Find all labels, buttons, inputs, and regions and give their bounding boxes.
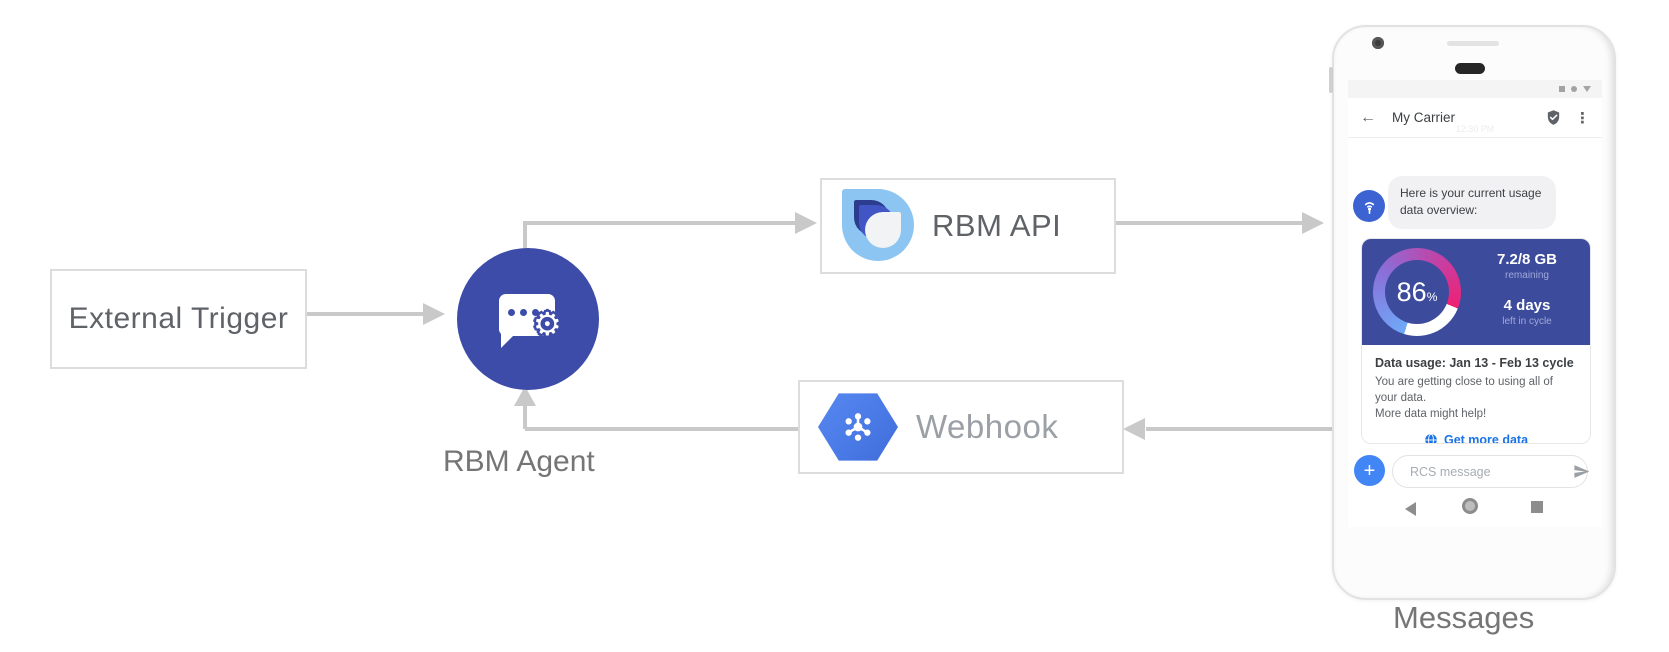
arrowhead-agent-to-api	[795, 212, 817, 234]
phone-mockup: ← My Carrier ⋮ 12:30 PM	[1329, 25, 1616, 600]
connector-api-to-phone	[1112, 221, 1304, 225]
webhook-hexagon-icon	[818, 393, 898, 461]
rbm-agent-node: ⚙	[457, 248, 599, 390]
phone-earpiece	[1455, 63, 1485, 74]
conversation-header: ← My Carrier ⋮	[1348, 98, 1602, 138]
gear-icon: ⚙	[533, 306, 562, 342]
attach-plus-button[interactable]: +	[1354, 455, 1385, 486]
rbm-agent-label: RBM Agent	[443, 445, 595, 478]
android-navbar	[1348, 499, 1602, 519]
usage-description: You are getting close to using all of yo…	[1375, 374, 1577, 422]
nav-back-icon[interactable]	[1405, 502, 1416, 516]
connector-agent-to-api-vertical	[523, 224, 527, 252]
rbm-api-label: RBM API	[932, 208, 1062, 243]
arrowhead-api-to-phone	[1302, 212, 1324, 234]
phone-speaker-slot	[1447, 41, 1499, 46]
connector-agent-to-api	[523, 221, 797, 225]
arrowhead-webhook-to-agent	[514, 386, 536, 406]
messages-caption: Messages	[1393, 600, 1535, 635]
phone-side-button	[1329, 67, 1333, 93]
hub-icon	[845, 413, 871, 441]
status-dot-icon	[1571, 86, 1577, 92]
get-more-data-button[interactable]: Get more data	[1375, 433, 1577, 444]
phone-camera	[1372, 37, 1384, 49]
nav-recents-icon[interactable]	[1531, 501, 1543, 513]
broadcast-antenna-icon	[1364, 201, 1374, 214]
connector-trigger-to-agent	[303, 312, 425, 316]
usage-percent-sign: %	[1426, 290, 1438, 304]
rcs-message-input[interactable]	[1408, 463, 1573, 480]
usage-percent: 86 %	[1373, 248, 1461, 336]
webhook-node: Webhook	[798, 380, 1124, 474]
nav-home-icon[interactable]	[1465, 501, 1475, 511]
chat-bubble-icon	[499, 294, 555, 336]
arrowhead-phone-to-webhook	[1123, 418, 1145, 440]
connector-webhook-to-agent-vertical	[523, 404, 527, 429]
usage-line1: You are getting close to using all of yo…	[1375, 376, 1553, 405]
usage-gauge: 86 %	[1373, 248, 1461, 336]
chat-bubble-tail	[501, 334, 515, 348]
remaining-value: 7.2/8 GB	[1496, 251, 1558, 268]
usage-percent-value: 86	[1396, 276, 1427, 307]
usage-title: Data usage: Jan 13 - Feb 13 cycle	[1375, 356, 1574, 370]
days-label: left in cycle	[1502, 316, 1552, 327]
bubble-dot	[508, 309, 515, 316]
days-value: 4 days	[1503, 297, 1551, 314]
globe-icon	[1425, 433, 1437, 443]
bubble-dot	[532, 309, 539, 316]
send-icon[interactable]	[1573, 463, 1590, 480]
usage-card-hero: 86 % 7.2/8 GB remaining 4 days left in c…	[1362, 239, 1590, 345]
rbm-api-node: RBM API	[820, 178, 1116, 274]
status-bar	[1348, 80, 1602, 98]
status-signal-icon	[1583, 86, 1591, 92]
arrowhead-trigger-to-agent	[423, 303, 445, 325]
drop-shape-gray	[865, 212, 901, 248]
external-trigger-node: External Trigger	[50, 269, 307, 369]
agent-avatar	[1353, 190, 1385, 222]
webhook-label: Webhook	[916, 408, 1059, 445]
overflow-menu-icon[interactable]: ⋮	[1575, 109, 1590, 127]
status-square-icon	[1559, 86, 1565, 92]
verified-shield-icon	[1547, 110, 1560, 125]
connector-webhook-to-agent	[525, 427, 799, 431]
timestamp: 12:30 PM	[1455, 124, 1495, 134]
usage-line2: More data might help!	[1375, 408, 1487, 421]
back-icon[interactable]: ←	[1360, 108, 1376, 126]
message-input-pill	[1392, 455, 1590, 488]
get-more-data-label: Get more data	[1443, 433, 1529, 444]
rbm-api-logo-icon	[842, 189, 914, 261]
phone-screen: ← My Carrier ⋮ 12:30 PM	[1348, 80, 1602, 527]
bubble-dot	[520, 309, 527, 316]
external-trigger-label: External Trigger	[68, 302, 289, 335]
usage-card: 86 % 7.2/8 GB remaining 4 days left in c…	[1361, 238, 1591, 444]
usage-gauge-hole	[1385, 260, 1449, 324]
agent-message-bubble: Here is your current usage data overview…	[1388, 176, 1556, 229]
remaining-label: remaining	[1505, 270, 1549, 281]
connector-phone-to-webhook	[1146, 427, 1334, 431]
usage-card-body: Data usage: Jan 13 - Feb 13 cycle You ar…	[1362, 345, 1590, 444]
conversation-title: My Carrier	[1392, 110, 1455, 125]
usage-stats: 7.2/8 GB remaining 4 days left in cycle	[1474, 251, 1580, 327]
